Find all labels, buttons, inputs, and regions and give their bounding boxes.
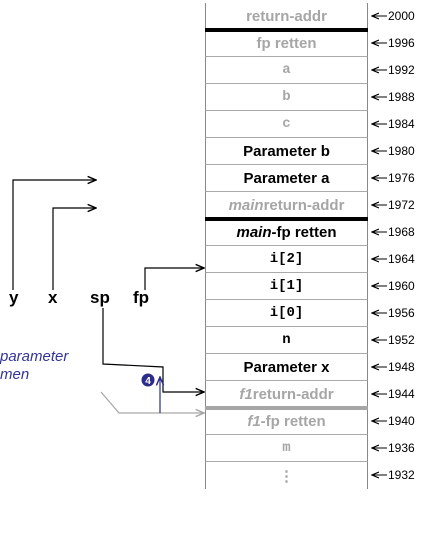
stack-cell: main-fp retten [205, 219, 368, 246]
address-label: 1948 [388, 360, 415, 374]
stack-cell: Parameter x [205, 354, 368, 381]
address-label: 1992 [388, 63, 415, 77]
stack-cell-label: Parameter x [243, 358, 330, 376]
stack-cell: ⋮ [205, 462, 368, 489]
stack-cell-label: a [282, 62, 291, 78]
stack-cell-label: c [282, 116, 291, 132]
note-line-1: parameter [0, 348, 69, 365]
address-label: 1976 [388, 171, 415, 185]
address-label: 1936 [388, 441, 415, 455]
frame-separator [205, 217, 368, 221]
stack-cell-italic-part: main [236, 223, 272, 241]
address-label: 1972 [388, 198, 415, 212]
address-label: 1988 [388, 90, 415, 104]
address-label: 1960 [388, 279, 415, 293]
stack-cell-label: return-addr [252, 385, 334, 403]
stack-cell: c [205, 111, 368, 138]
stack-cell-label: fp retten [256, 34, 317, 52]
frame-separator [205, 28, 368, 32]
stack-cell-italic-part: f1 [239, 385, 253, 403]
register-fp-label: fp [133, 288, 150, 307]
stack-cell: Parameter b [205, 138, 368, 165]
stack-cell-label: m [282, 440, 291, 456]
stack-cell-label: return-addr [246, 7, 327, 25]
frame-separator [205, 406, 368, 410]
address-label: 1984 [388, 117, 415, 131]
stack-cell-italic-part: f1 [247, 412, 261, 430]
stack-cell-label: n [282, 332, 291, 348]
stack-cell: Parameter a [205, 165, 368, 192]
stack-cell: m [205, 435, 368, 462]
register-sp-label: sp [90, 288, 110, 307]
address-arrows [372, 16, 387, 475]
stack-cell: i[0] [205, 300, 368, 327]
register-y-label: y [9, 288, 19, 307]
stack-cell-label: -fp retten [260, 412, 326, 430]
stack-cell-label: Parameter b [243, 142, 330, 160]
stack-cell-label: b [282, 89, 291, 105]
fp-pointer-arrow [144, 268, 204, 290]
address-label: 1996 [388, 36, 415, 50]
stack-cell-label: ⋮ [279, 467, 294, 485]
address-label: 1944 [388, 387, 415, 401]
stack-cell: n [205, 327, 368, 354]
stack-cell-label: -fp retten [271, 223, 337, 241]
address-label: 1980 [388, 144, 415, 158]
stack-cell: a [205, 57, 368, 84]
stack-cell-label: i[0] [269, 305, 304, 321]
address-label: 2000 [388, 9, 415, 23]
stack-cell-label: i[2] [269, 251, 304, 267]
stack-cell: b [205, 84, 368, 111]
address-label: 1940 [388, 414, 415, 428]
step-badge-circle [141, 373, 155, 387]
x-pointer-arrow [52, 208, 96, 290]
stack-cell: i[1] [205, 273, 368, 300]
y-pointer-arrow [12, 180, 96, 290]
address-label: 1956 [388, 306, 415, 320]
address-label: 1952 [388, 333, 415, 347]
address-label: 1968 [388, 225, 415, 239]
stack-cell: fp retten [205, 30, 368, 57]
stack-cell: i[2] [205, 246, 368, 273]
address-label: 1964 [388, 252, 415, 266]
address-label: 1932 [388, 468, 415, 482]
note-line-2: men [0, 366, 30, 383]
stack-cell-label: return-addr [263, 196, 345, 214]
old-sp-arrow [100, 391, 204, 413]
stack-cell-italic-part: main [228, 196, 264, 214]
stack-cell-label: Parameter a [243, 169, 330, 187]
stack-cell-label: i[1] [269, 278, 304, 294]
step-badge-number: 4 [145, 376, 151, 387]
register-x-label: x [48, 288, 58, 307]
stack-cell: f1-fp retten [205, 408, 368, 435]
sp-pointer-arrow [102, 308, 204, 392]
